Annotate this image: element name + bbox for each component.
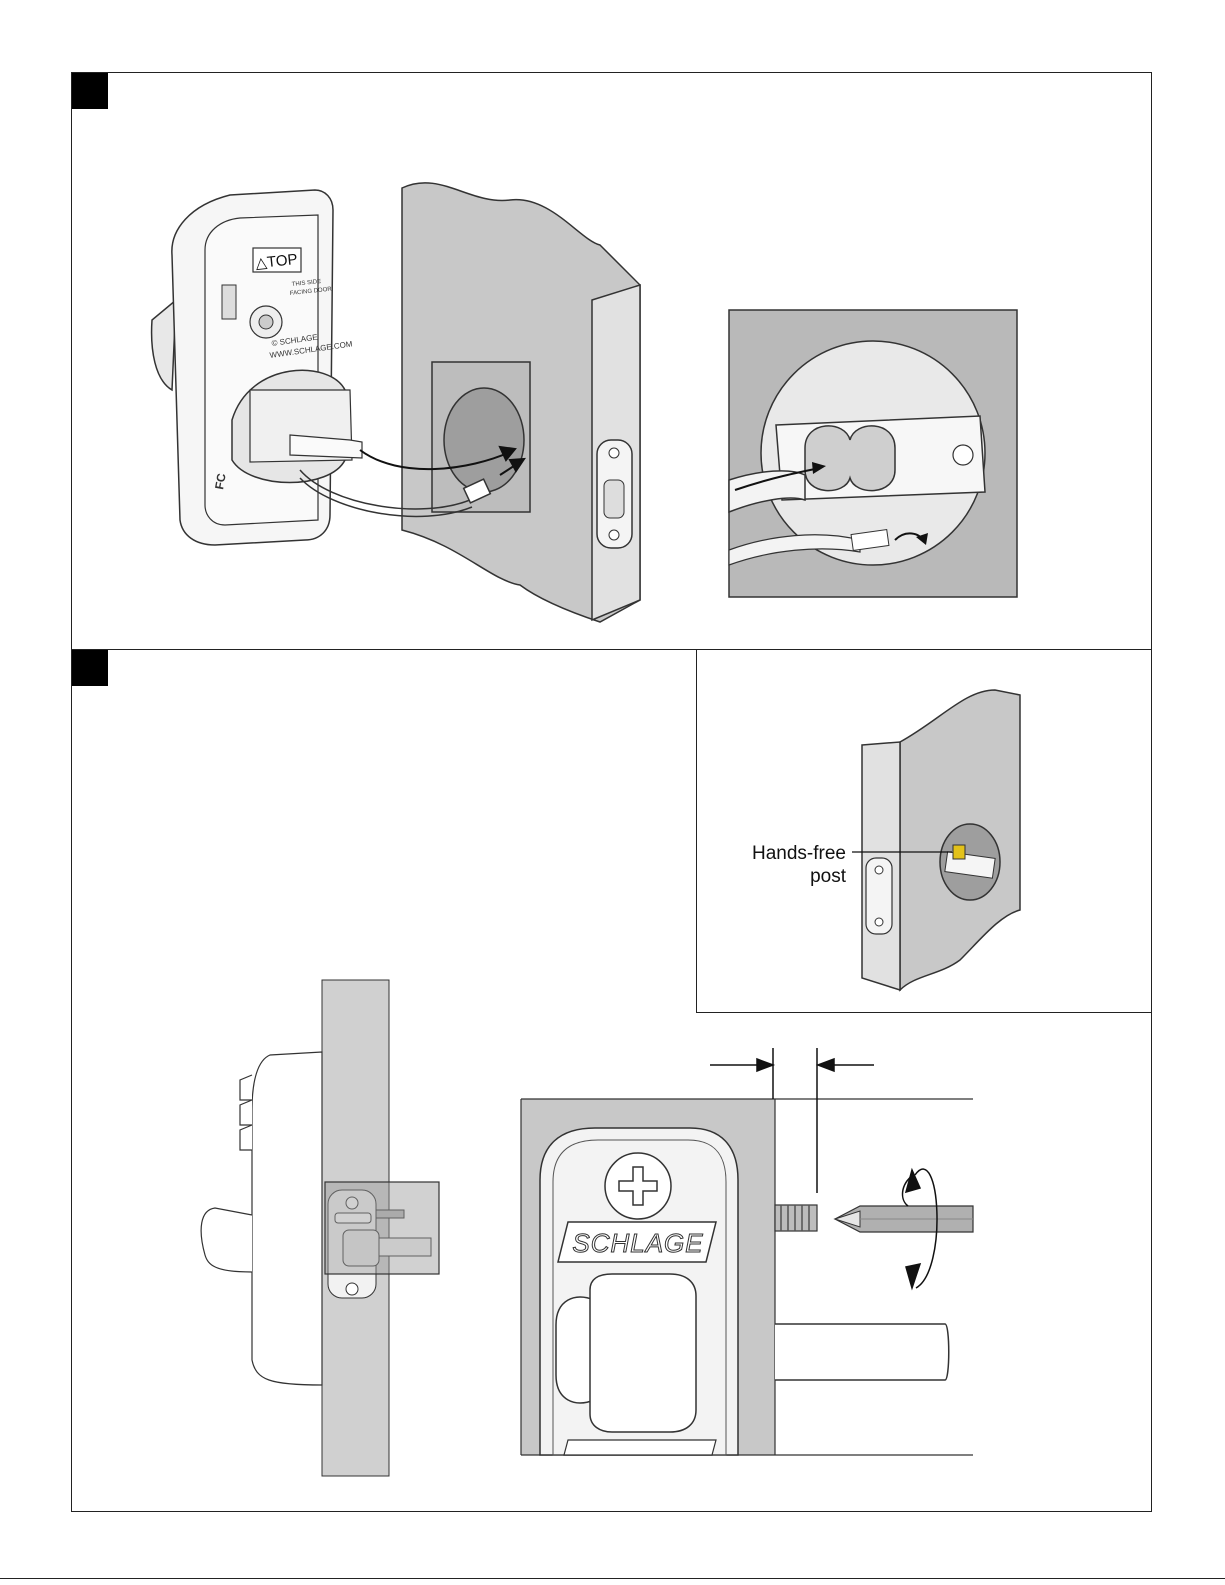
hands-free-post-threaded [775,1205,817,1231]
zoom-region-box [325,1182,439,1274]
latch-brand-text: SCHLAGE [572,1228,703,1258]
screwdriver-icon [835,1206,973,1232]
lever-side-view [201,1052,322,1385]
page-footer-rule [0,1578,1225,1579]
latch-detail: SCHLAGE [521,1099,973,1455]
